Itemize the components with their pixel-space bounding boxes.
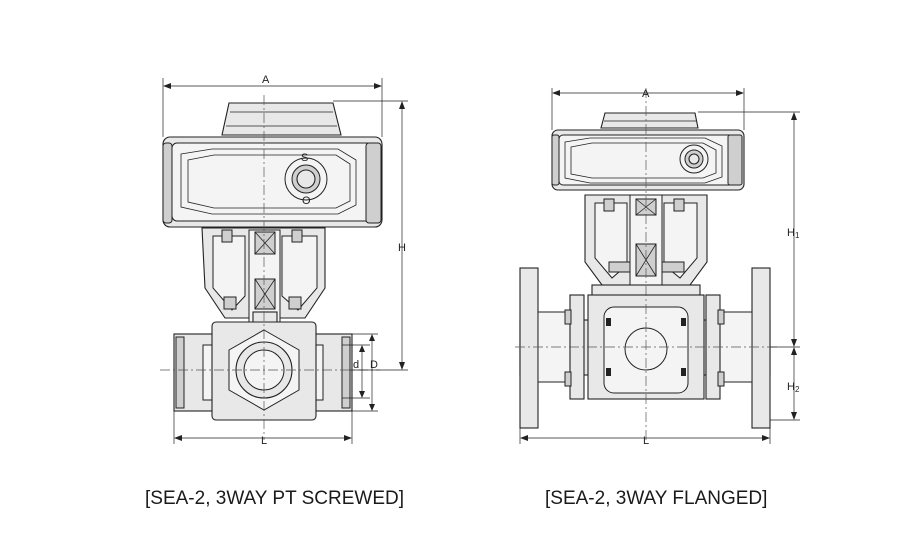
right-dim-h1: H1 — [787, 227, 800, 240]
left-dim-h: H — [398, 242, 406, 254]
indicator-s-mark: S — [301, 152, 308, 164]
indicator-o-mark: O — [302, 195, 311, 207]
left-dim-a: A — [262, 74, 270, 86]
right-flange-left — [519, 267, 539, 429]
left-actuator-cap — [221, 102, 342, 136]
right-flange-right — [751, 267, 771, 429]
right-dim-l: L — [643, 435, 649, 447]
right-dim-h2: H2 — [787, 381, 800, 394]
left-dim-d-large: D — [370, 359, 378, 371]
left-dim-l: L — [261, 435, 267, 447]
left-dim-d-small: d — [353, 359, 359, 371]
right-dim-a: A — [642, 88, 650, 100]
right-actuator-cap — [600, 112, 699, 129]
right-valve-drawing: A H1 H2 L — [515, 88, 800, 447]
left-valve-drawing: S O A — [160, 74, 408, 447]
left-drawing-caption: [SEA-2, 3WAY PT SCREWED] — [145, 488, 405, 509]
right-drawing-caption: [SEA-2, 3WAY FLANGED] — [545, 488, 768, 509]
